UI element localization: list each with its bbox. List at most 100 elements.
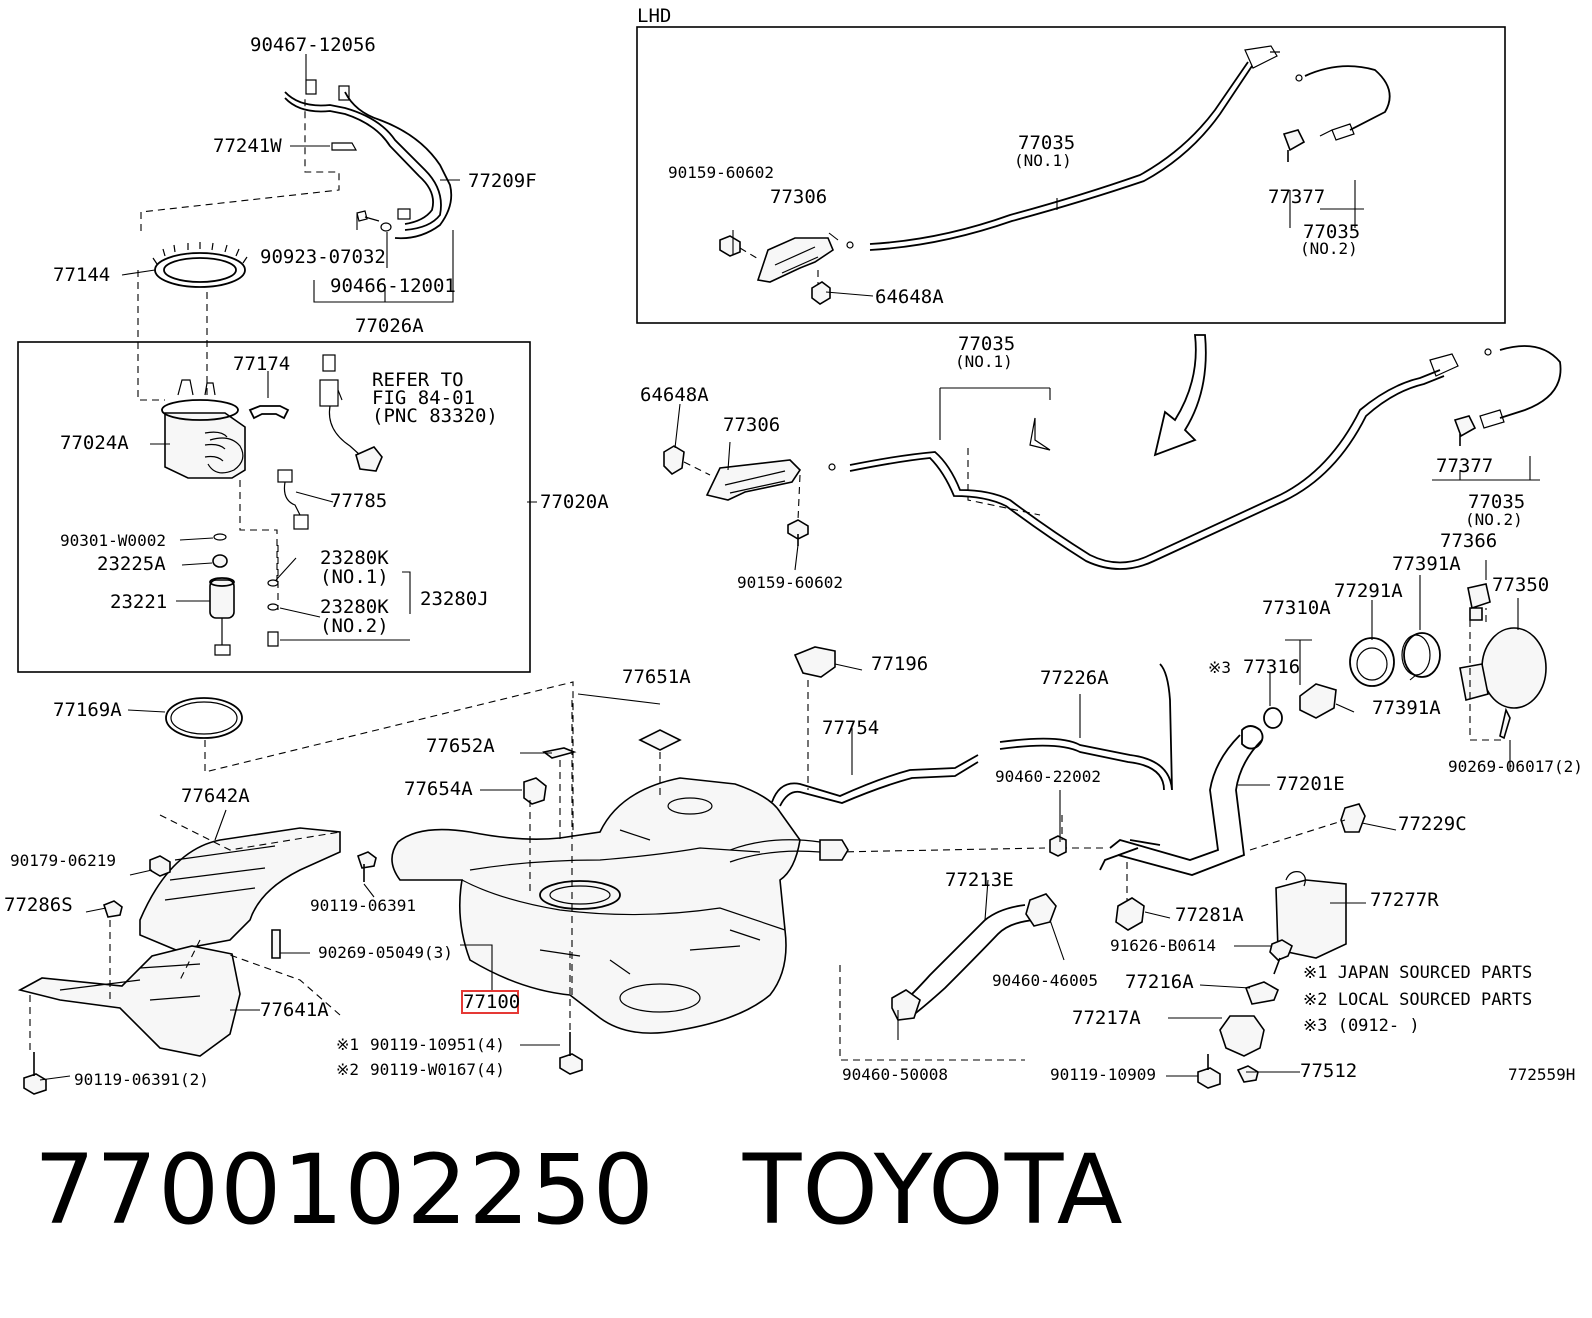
label-77035-no2: 77035 (1468, 491, 1525, 513)
label-90460-50008: 90460-50008 (842, 1065, 948, 1084)
sender-gauge-ring-77144 (152, 242, 248, 288)
label-90119-10951-mark: ※1 (336, 1035, 359, 1054)
lhd-lever-77306 (756, 237, 834, 283)
oring-23280k-2 (267, 603, 279, 611)
bolt-90159-60602 (787, 519, 809, 546)
label-77391a-bot: 77391A (1372, 697, 1441, 719)
assembly-line (967, 448, 1041, 516)
label-77316-mark: ※3 (1208, 658, 1231, 677)
label-77201e: 77201E (1276, 773, 1345, 795)
gasket-77316 (1263, 707, 1283, 729)
label-77641a: 77641A (260, 999, 329, 1021)
fuel-pump-23221 (209, 577, 235, 656)
hose-77213e (891, 893, 1057, 1021)
note-date: ※3 (0912- ) (1303, 1016, 1420, 1036)
label-23221: 23221 (110, 591, 167, 613)
label-90269-05049: 90269-05049(3) (318, 943, 453, 962)
fuel-pump-77024a (161, 379, 246, 479)
clamp-90460-22002 (1049, 835, 1067, 857)
clip-90466-12001 (380, 222, 392, 232)
figure-id: 772559H (1508, 1065, 1575, 1084)
parts-diagram: LHD (4, 5, 1583, 1095)
filter-23225a (212, 554, 228, 568)
label-lhd-77035-no2-sub: (NO.2) (1300, 239, 1358, 258)
seal-77391a (1401, 632, 1441, 678)
label-77196: 77196 (871, 653, 928, 675)
cable-end-77377 (1453, 415, 1477, 446)
label-77512: 77512 (1300, 1060, 1357, 1082)
bolt-90119-06391 (357, 851, 377, 882)
label-90301-w0002: 90301-W0002 (60, 531, 166, 550)
note-local-sourced: ※2 LOCAL SOURCED PARTS (1303, 990, 1532, 1010)
fuel-pump-bracket-77174 (248, 405, 290, 420)
label-77174: 77174 (233, 353, 290, 375)
label-77281a: 77281A (1175, 904, 1244, 926)
label-90119-06391-2: 90119-06391(2) (74, 1070, 209, 1089)
label-lhd-90159-60602: 90159-60602 (668, 163, 774, 182)
fuel-line-77209f (284, 79, 453, 240)
label-lhd-77035-no1: 77035 (1018, 132, 1075, 154)
label-90119-06391: 90119-06391 (310, 896, 416, 915)
assembly-line (1469, 608, 1506, 741)
label-lhd-77377: 77377 (1268, 186, 1325, 208)
label-77217a: 77217A (1072, 1007, 1141, 1029)
filler-pipe-77201e (1099, 725, 1264, 876)
pad-77652a (542, 747, 577, 759)
fuel-lid-77350 (1459, 627, 1547, 709)
label-90119-10951: 90119-10951(4) (370, 1035, 505, 1054)
assembly-line (807, 680, 1105, 853)
label-77642a: 77642A (181, 785, 250, 807)
label-90119-w0167-mark: ※2 (336, 1060, 359, 1079)
label-lhd-64648a: 64648A (875, 286, 944, 308)
assembly-line (137, 95, 340, 610)
label-77035-no1: 77035 (958, 333, 1015, 355)
label-77035-no2-sub: (NO.2) (1465, 510, 1523, 529)
assembly-line (1061, 815, 1346, 851)
assembly-line (29, 814, 341, 1050)
label-77216a: 77216A (1125, 971, 1194, 993)
label-77652a: 77652A (426, 735, 495, 757)
clip-77286s (103, 900, 123, 918)
clip-77512 (1236, 1065, 1259, 1083)
assembly-line (529, 700, 661, 1000)
label-23280j: 23280J (420, 588, 489, 610)
label-90460-22002: 90460-22002 (995, 767, 1101, 786)
label-90269-06017: 90269-06017(2) (1448, 757, 1583, 776)
label-90467-12056: 90467-12056 (250, 34, 376, 56)
label-lhd-77306: 77306 (770, 186, 827, 208)
label-77286s: 77286S (4, 894, 73, 916)
hose-connector (819, 839, 849, 861)
label-77229c: 77229C (1398, 813, 1467, 835)
label-77209f: 77209F (468, 170, 537, 192)
label-lhd-77035-no1-sub: (NO.1) (1014, 151, 1072, 170)
label-77226a: 77226A (1040, 667, 1109, 689)
label-23280k-2: 23280K (320, 596, 389, 618)
label-77144: 77144 (53, 264, 110, 286)
cable-77035-no2 (1479, 345, 1562, 429)
clip-77366 (1467, 583, 1491, 621)
assembly-line (839, 965, 1025, 1061)
tube-77226a-outer (999, 744, 1165, 791)
label-23280k-1-no: (NO.1) (320, 566, 389, 588)
label-77024a: 77024A (60, 432, 129, 454)
shield-77641a (17, 945, 241, 1057)
bolt-90119-06391-2 (23, 1052, 47, 1095)
bolt-91626-b0614 (1269, 939, 1293, 975)
wire-harness-77785 (277, 469, 309, 530)
label-90119-10909: 90119-10909 (1050, 1065, 1156, 1084)
gasket-77169a-inner (170, 701, 238, 735)
cap-77310a (1299, 683, 1355, 719)
cable-77035-no1 (828, 353, 1459, 570)
label-23225a: 23225A (97, 553, 166, 575)
label-77316: 77316 (1243, 656, 1300, 678)
label-77350: 77350 (1492, 574, 1549, 596)
label-77213e: 77213E (945, 869, 1014, 891)
lhd-bolt-90159-60602 (719, 235, 741, 257)
label-77035-no1-sub: (NO.1) (955, 352, 1013, 371)
pad-77651a (638, 729, 682, 751)
lhd-label: LHD (637, 5, 671, 27)
label-77377: 77377 (1436, 455, 1493, 477)
note-japan-sourced: ※1 JAPAN SOURCED PARTS (1303, 963, 1532, 983)
refer-note-line2: FIG 84-01 (372, 387, 475, 409)
